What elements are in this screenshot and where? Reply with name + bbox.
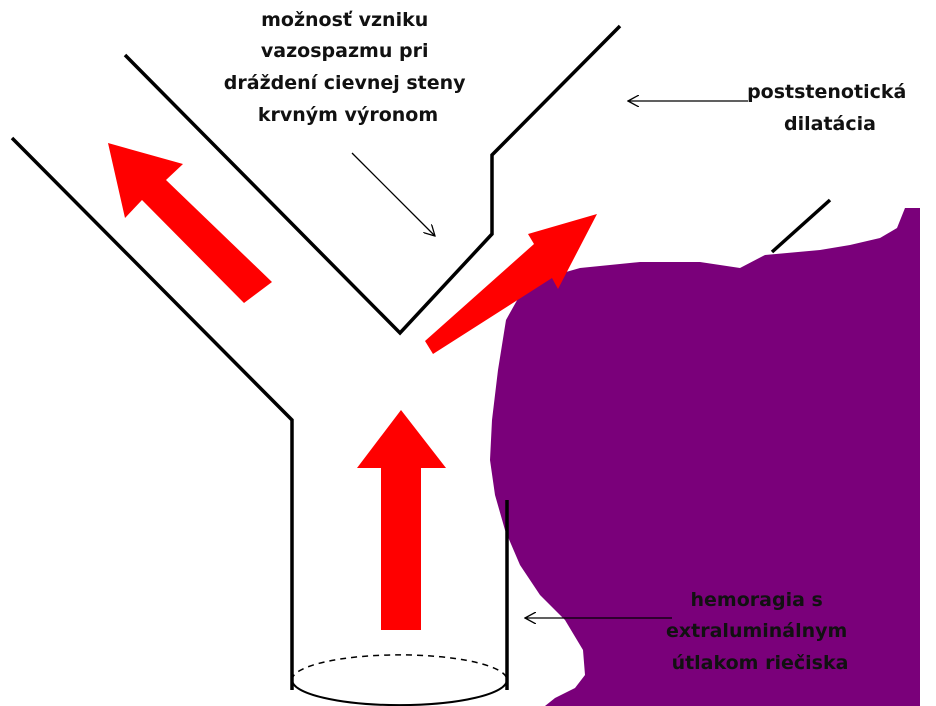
label-vasospasm-line-4: krvným výronom — [258, 104, 438, 126]
label-vasospasm-line-2: vazospazmu pri — [261, 40, 429, 62]
label-dilatation-line-2: dilatácia — [784, 113, 876, 135]
label-dilatation-line-1: poststenotická — [747, 81, 906, 103]
vessel-wall-right-upper — [772, 200, 830, 252]
vessel-cross-section-back — [292, 655, 507, 680]
label-dilatation: poststenotická dilatácia — [747, 81, 913, 135]
label-vasospasm: možnosť vzniku vazospazmu pri dráždení c… — [224, 9, 472, 126]
label-hemorrhage-line-1: hemoragia s — [691, 589, 823, 611]
vessel-wall-left — [12, 138, 292, 690]
label-vasospasm-line-1: možnosť vzniku — [261, 9, 428, 31]
label-vasospasm-line-3: dráždení cievnej steny — [224, 72, 466, 94]
vessel-cross-section-front — [292, 680, 507, 705]
flow-arrow-upper-left — [108, 143, 272, 303]
label-hemorrhage-line-3: útlakom riečiska — [672, 652, 849, 674]
label-hemorrhage: hemoragia s extraluminálnym útlakom rieč… — [666, 589, 854, 674]
label-hemorrhage-line-2: extraluminálnym — [666, 620, 847, 642]
flow-arrow-up — [357, 410, 446, 630]
pointer-arrow-vasospasm — [352, 153, 435, 236]
